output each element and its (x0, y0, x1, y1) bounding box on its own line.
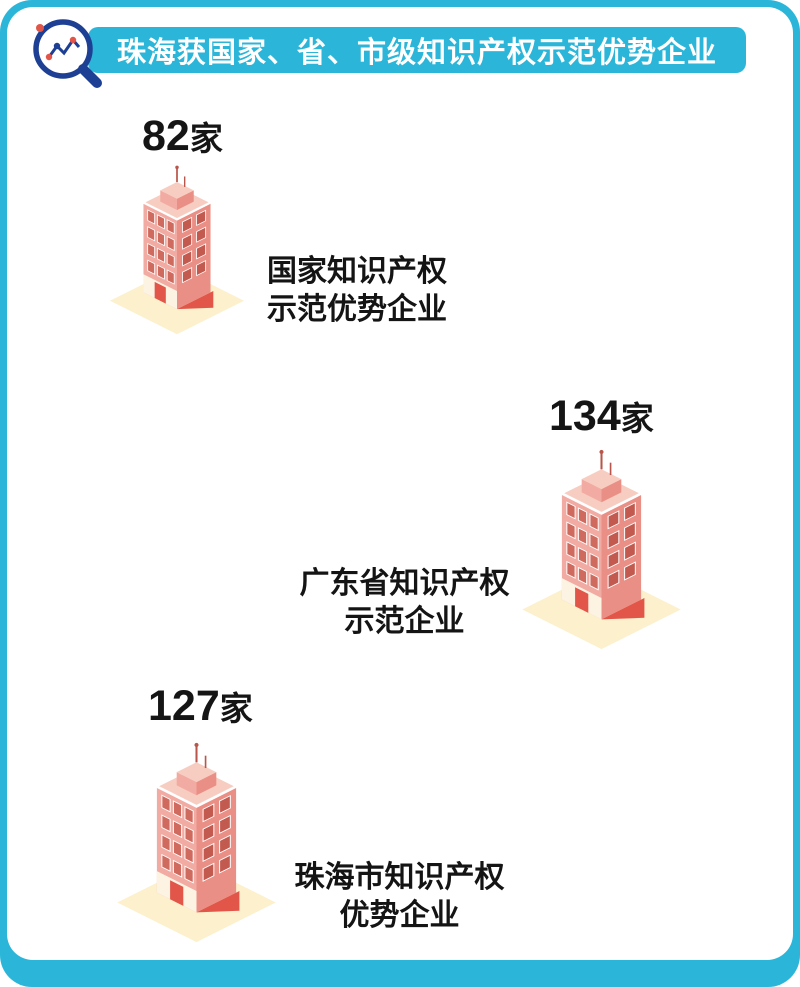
stat-value-municipal: 127家 (148, 685, 253, 728)
content-area: 珠海获国家、省、市级知识产权示范优势企业 82家 国家知识产权 示范优势企业 1… (7, 7, 793, 960)
stat-label-municipal: 珠海市知识产权 优势企业 (277, 859, 522, 935)
stat-label-line1: 珠海市知识产权 (294, 861, 505, 894)
stat-label-line1: 国家知识产权 (267, 255, 447, 288)
stat-label-line2: 优势企业 (339, 899, 460, 932)
stat-number: 127 (148, 682, 220, 730)
stat-unit: 家 (219, 690, 253, 727)
page-title: 珠海获国家、省、市级知识产权示范优势企业 (88, 27, 746, 73)
stat-number: 134 (549, 392, 621, 440)
stat-label-provincial: 广东省知识产权 示范企业 (282, 565, 527, 641)
stat-number: 82 (142, 112, 190, 160)
stat-label-line2: 示范优势企业 (267, 293, 447, 326)
stat-label-line2: 示范企业 (344, 605, 465, 638)
magnifier-chart-icon (33, 19, 102, 88)
stat-value-national: 82家 (142, 115, 223, 158)
stat-value-provincial: 134家 (549, 395, 654, 438)
stat-unit: 家 (620, 400, 654, 437)
stat-label-line1: 广东省知识产权 (299, 567, 510, 600)
stat-unit: 家 (189, 120, 223, 157)
building-icon (115, 741, 278, 943)
building-icon (520, 448, 683, 650)
stat-label-national: 国家知识产权 示范优势企业 (242, 253, 472, 329)
building-icon (108, 164, 246, 335)
